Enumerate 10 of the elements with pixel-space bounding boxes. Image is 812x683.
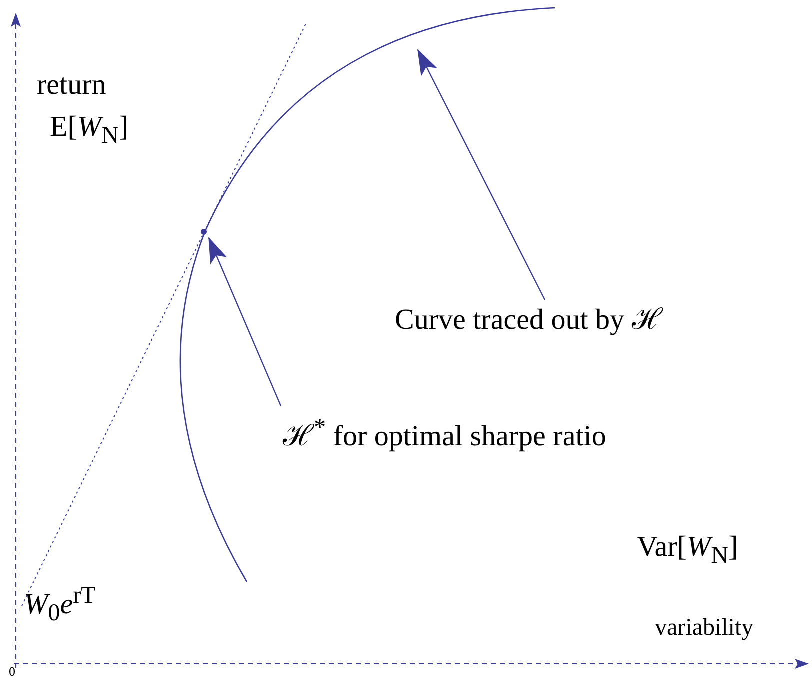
callout-text: ℋ$^{*}$ for optimal sharpe ratio <box>283 415 606 454</box>
origin-label: 0 <box>9 665 16 680</box>
axis-label: E[W$_{N}$] <box>50 112 129 150</box>
leader-arrow <box>208 237 282 406</box>
axis-label: variability <box>655 615 754 642</box>
axis-label: Var[W$_{N}$] <box>637 532 738 570</box>
intercept-label: W$_{0}$e$^{rT}$ <box>24 583 96 628</box>
callout-text: Curve traced out by ℋ <box>395 305 663 337</box>
axis-label: return <box>37 70 106 102</box>
leader-arrow <box>417 49 546 300</box>
